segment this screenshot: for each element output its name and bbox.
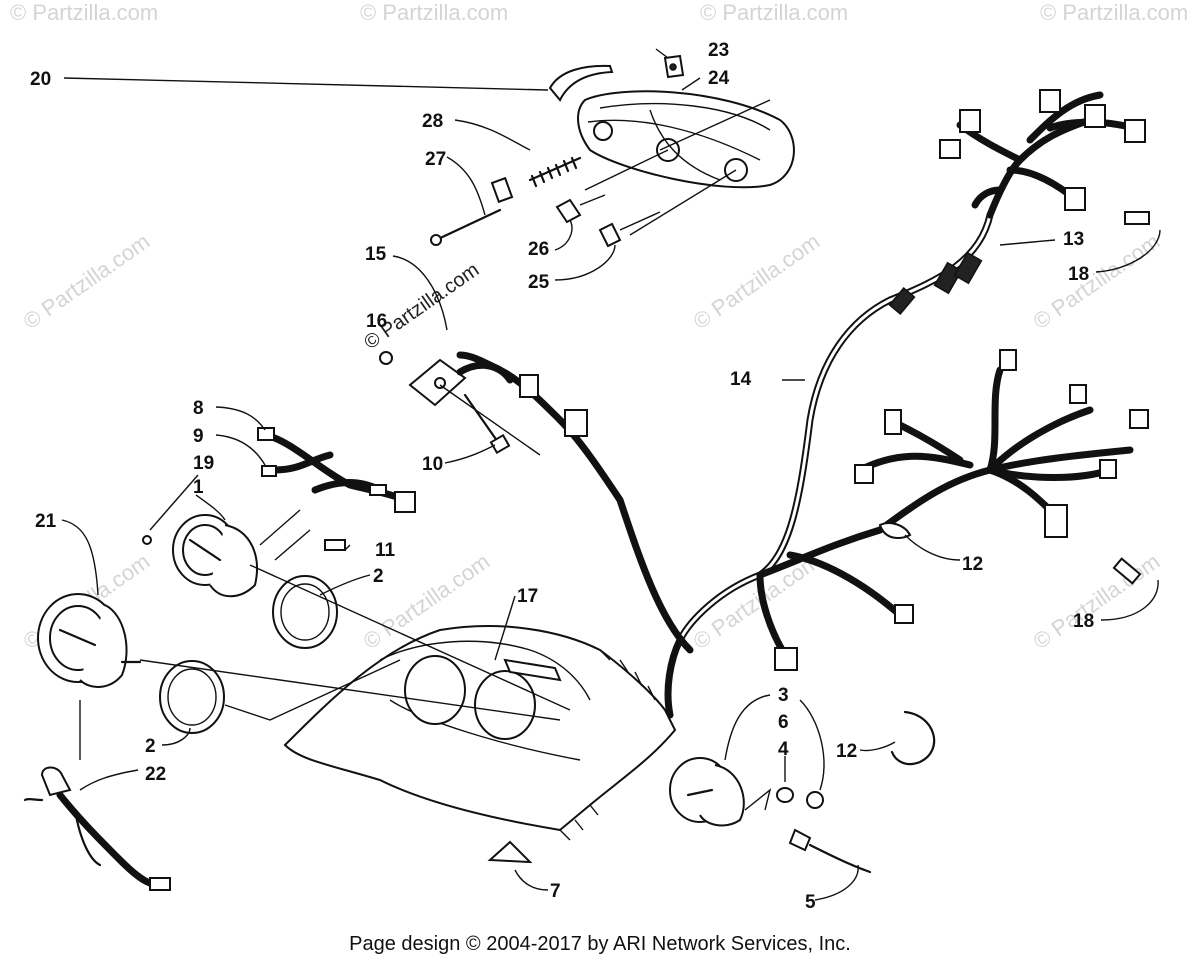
callout-26: 26 (528, 239, 549, 260)
callout-28: 28 (422, 111, 443, 132)
callout-25: 25 (528, 272, 550, 293)
tach-harness (257, 427, 416, 513)
callout-11: 11 (375, 540, 396, 561)
bezel-ring (272, 575, 338, 649)
fuse (1124, 211, 1150, 225)
indicator-light (23, 766, 171, 891)
callout-7: 7 (550, 881, 561, 902)
nut (379, 351, 393, 365)
watermark-text: © Partzilla.com (1040, 0, 1188, 25)
callout-18-top: 18 (1068, 264, 1089, 285)
bulb-socket (555, 194, 661, 248)
headlight-assembly (577, 90, 795, 189)
watermark-text: © Partzilla.com (10, 0, 158, 25)
callout-21: 21 (35, 511, 57, 532)
callout-10: 10 (422, 454, 443, 475)
callout-6: 6 (778, 712, 789, 733)
bezel-ring (159, 660, 225, 734)
dash-panel (283, 625, 677, 841)
washer (776, 787, 794, 803)
copyright-footer: Page design © 2004-2017 by ARI Network S… (349, 933, 851, 955)
cable-tie (878, 522, 912, 539)
callout-12-harness: 12 (962, 554, 983, 575)
nut (806, 791, 824, 809)
callout-24: 24 (708, 68, 730, 89)
callout-19: 19 (193, 453, 214, 474)
speedometer (37, 593, 142, 688)
callout-3: 3 (778, 685, 789, 706)
fuse (1112, 557, 1142, 585)
watermark-text: © Partzilla.com (1029, 549, 1165, 655)
wiring-harness (456, 91, 1144, 719)
callout-20: 20 (30, 69, 51, 90)
callout-18-bottom: 18 (1073, 611, 1094, 632)
bulb (324, 539, 346, 551)
callout-8: 8 (193, 398, 204, 419)
callout-17: 17 (517, 586, 538, 607)
callout-2-bottom: 2 (145, 736, 156, 757)
callout-9: 9 (193, 426, 204, 447)
callout-23: 23 (708, 40, 729, 61)
watermark-text: © Partzilla.com (700, 0, 848, 25)
headlight-clip (663, 54, 685, 79)
adjusting-spring (528, 156, 582, 188)
watermark-text: © Partzilla.com (360, 0, 508, 25)
callout-2-top: 2 (373, 566, 384, 587)
speedometer-cable (788, 828, 872, 874)
cable-tie (890, 710, 936, 766)
callout-1: 1 (193, 477, 204, 498)
callout-5: 5 (805, 892, 816, 913)
headlight-seal (548, 64, 614, 102)
leader-lines (61, 48, 1161, 901)
tachometer (172, 514, 258, 598)
callout-22: 22 (145, 764, 166, 785)
warning-decal (487, 840, 533, 864)
watermark-text: © Partzilla.com (1029, 229, 1165, 335)
watermark-text: © Partzilla.com (689, 229, 825, 335)
watermark-text: © Partzilla.com (19, 229, 155, 335)
callout-labels: 20 23 24 28 27 26 25 15 16 13 18 14 8 9 … (30, 40, 1094, 913)
callout-12-tie: 12 (836, 741, 857, 762)
adjusting-screw (430, 176, 514, 246)
voltage-regulator (408, 358, 514, 407)
callout-16: 16 (366, 311, 387, 332)
callout-27: 27 (425, 149, 446, 170)
harness-connectors (519, 89, 1149, 671)
callout-14: 14 (730, 369, 752, 390)
screw (142, 535, 152, 545)
callout-15: 15 (365, 244, 387, 265)
fuel-gauge (669, 757, 745, 827)
cap-screw (463, 393, 511, 455)
callout-13: 13 (1063, 229, 1084, 250)
callout-4: 4 (778, 739, 789, 760)
